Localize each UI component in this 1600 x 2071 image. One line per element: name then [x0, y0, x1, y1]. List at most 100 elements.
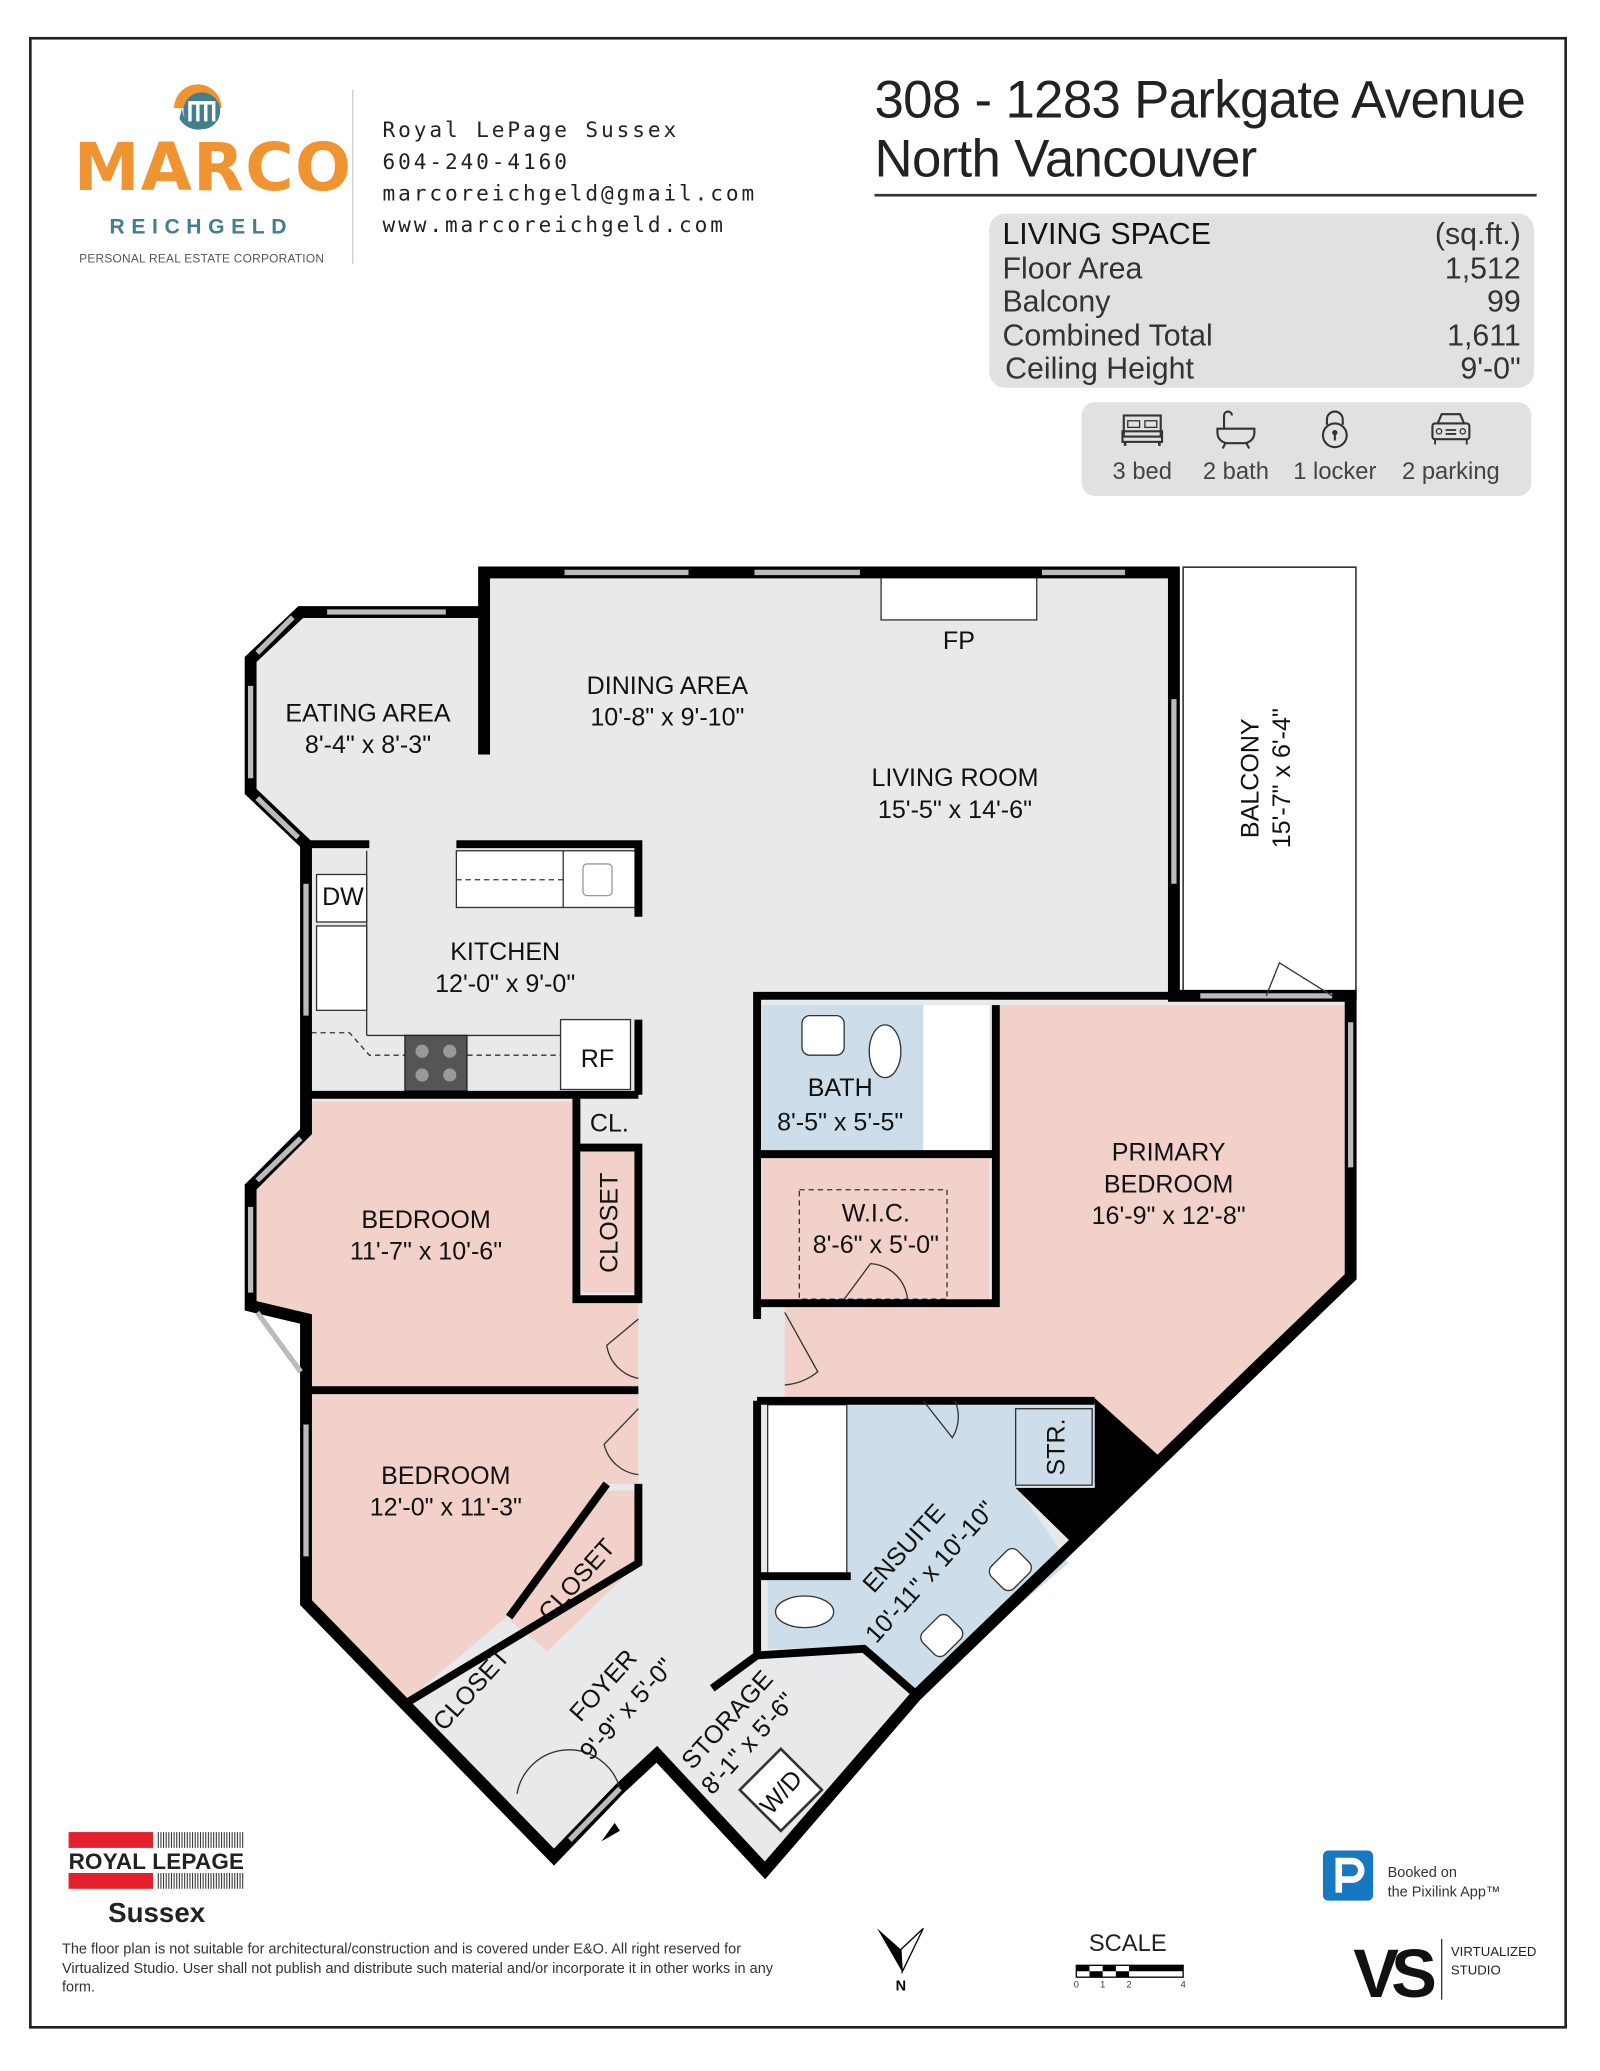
refrigerator [559, 1018, 632, 1091]
room-name: EATING AREA [285, 699, 450, 727]
room-name: BEDROOM [361, 1206, 490, 1234]
scale-bar: SCALE 0 1 2 4 [1074, 1931, 1186, 1990]
bath-sink [801, 1014, 845, 1056]
room-dims: 8'-6" x 5'-0" [813, 1231, 939, 1259]
room-name: DINING AREA [587, 672, 749, 700]
features-panel: 3 bed 2 bath 1 locker 2 parking [1081, 402, 1532, 496]
room-dims: 15'-5" x 14'-6" [878, 796, 1032, 824]
feature-parking: 2 parking [1398, 410, 1504, 485]
room-dims: 10'-8" x 9'-10" [590, 703, 744, 731]
room-name: BEDROOM [381, 1462, 510, 1490]
bathtub-icon [1216, 410, 1256, 449]
row-value: 1,611 [1447, 317, 1521, 352]
room-name: BEDROOM [1104, 1170, 1233, 1198]
row-label: Balcony [1002, 283, 1111, 318]
feature-bed: 3 bed [1089, 410, 1195, 485]
scale-tick: 0 [1074, 1980, 1079, 1990]
room-name: LIVING ROOM [871, 764, 1038, 792]
room-name: BATH [808, 1074, 873, 1102]
fireplace-label: FP [943, 627, 975, 655]
bedroom2-area [311, 1394, 639, 1699]
page-frame [29, 36, 1567, 2029]
marco-logo-icon [174, 84, 222, 130]
lock-icon [1321, 410, 1348, 449]
fireplace [880, 575, 1038, 621]
agent-logo-name: MARCO [73, 129, 353, 206]
scale-tick: 1 [1100, 1980, 1105, 1990]
studio-line2: STUDIO [1451, 1963, 1501, 1978]
north-label: N [896, 1978, 906, 1994]
disclaimer: The floor plan is not suitable for archi… [61, 1941, 774, 1996]
row-value: 1,512 [1444, 249, 1521, 285]
closet1-area [581, 1151, 636, 1293]
address-line1: 308 - 1283 Parkgate Avenue [874, 71, 1526, 130]
room-dims: 12'-0" x 11'-3" [370, 1494, 522, 1522]
ensuite-sink [920, 1613, 964, 1658]
royal-lepage-sub: Sussex [108, 1897, 206, 1928]
row-label: Combined Total [1002, 317, 1213, 352]
feature-label: 1 locker [1293, 457, 1377, 485]
agent-email[interactable]: marcoreichgeld@gmail.com [382, 180, 758, 206]
closet-label: CLOSET [595, 1173, 623, 1273]
agent-logo-tagline: PERSONAL REAL ESTATE CORPORATION [79, 251, 325, 266]
address-underline [874, 193, 1537, 197]
dishwasher [315, 873, 368, 923]
feature-bath: 2 bath [1183, 410, 1289, 485]
row-value: 9'-0" [1460, 350, 1521, 386]
feature-label: 3 bed [1112, 457, 1172, 485]
ensuite-area [767, 1402, 1095, 1693]
sink-icon [582, 863, 613, 897]
fridge-label: RF [581, 1045, 614, 1073]
living-space-row: Floor Area 1,512 [1002, 251, 1520, 285]
room-name: BALCONY [1236, 718, 1264, 838]
washer-dryer [737, 1746, 824, 1833]
closet2-area [509, 1490, 639, 1652]
studio-line1: VIRTUALIZED [1451, 1944, 1536, 1959]
bathtub [766, 1404, 848, 1575]
wic-area [762, 1158, 990, 1300]
storage-label: STR. [1042, 1418, 1070, 1475]
wic-shelving [798, 1189, 948, 1300]
scale-tick: 4 [1181, 1980, 1186, 1990]
agent-logo-sub: REICHGELD [109, 216, 294, 239]
brokerage-name: Royal LePage Sussex [382, 117, 680, 143]
scale-label: SCALE [1089, 1931, 1167, 1957]
living-space-heading: LIVING SPACE [1002, 216, 1211, 251]
room-name: PRIMARY [1112, 1139, 1226, 1167]
address-line2: North Vancouver [874, 130, 1257, 189]
room-dims: 8'-5" x 5'-5" [777, 1108, 903, 1136]
royal-lepage-text: ROYAL LEPAGE [69, 1849, 244, 1874]
studio-logo-mark: VS [1353, 1935, 1435, 2012]
header-divider [352, 89, 354, 264]
room-dims: 8'-4" x 8'-3" [305, 731, 431, 759]
virtualized-studio-logo: VS VIRTUALIZED STUDIO [1353, 1935, 1536, 2012]
living-space-row: Ceiling Height 9'-0" [1002, 350, 1521, 386]
royal-lepage-logo: ROYAL LEPAGE Sussex [68, 1832, 244, 1928]
ensuite-toilet [774, 1595, 835, 1629]
room-name: KITCHEN [450, 938, 560, 966]
stove-icon [404, 1034, 468, 1092]
agent-website[interactable]: www.marcoreichgeld.com [382, 212, 726, 238]
closet-label: CL. [590, 1110, 629, 1138]
row-label: Floor Area [1002, 249, 1143, 285]
shower [923, 1005, 990, 1151]
room-dims: 16'-9" x 12'-8" [1092, 1202, 1246, 1230]
room-dims: 15'-7" x 6'-4" [1268, 708, 1296, 848]
dishwasher-label: DW [322, 883, 364, 911]
room-dims: 11'-7" x 10'-6" [350, 1238, 502, 1266]
kitchen-sink [315, 925, 368, 1012]
doors [516, 961, 1333, 1794]
agent-phone[interactable]: 604-240-4160 [382, 149, 570, 175]
living-space-row: Combined Total 1,611 [1002, 317, 1521, 353]
bedroom1-area [253, 1101, 639, 1388]
car-icon [1431, 413, 1471, 445]
north-arrow-icon: N [877, 1927, 924, 1994]
pixilink-badge[interactable]: Booked on the Pixilink App™ [1322, 1850, 1500, 1901]
row-label: Ceiling Height [1005, 350, 1194, 386]
structural-column [1015, 1398, 1161, 1546]
kitchen-island [455, 850, 640, 909]
scale-tick: 2 [1126, 1980, 1131, 1990]
